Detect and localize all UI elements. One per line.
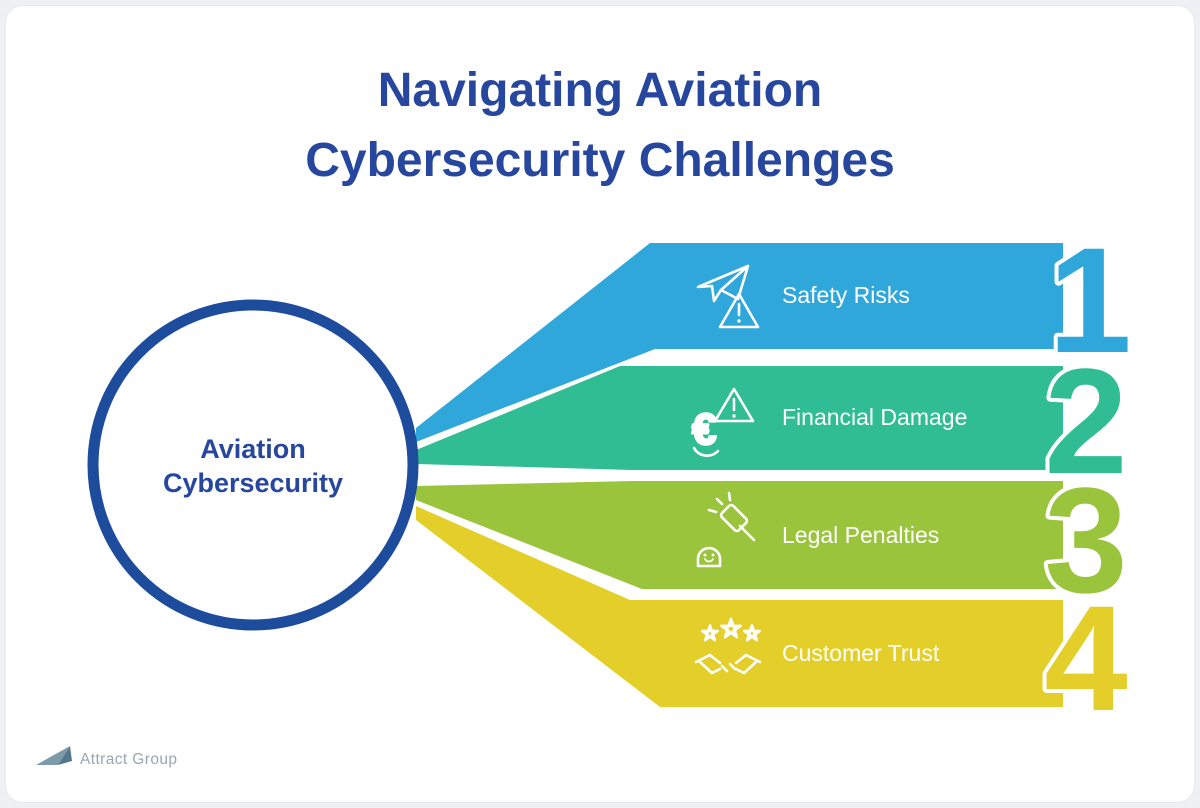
band-customer-trust: ☆ ☆ ☆ Customer Trust 4 (416, 506, 1132, 746)
hub-label-line2: Cybersecurity (163, 468, 343, 498)
stars-handshake-icon: ☆ ☆ ☆ (694, 614, 762, 675)
band-1-number: 1 (1048, 216, 1131, 384)
band-safety-risks: Safety Risks 1 (416, 212, 1136, 442)
hub-label-line1: Aviation (200, 434, 306, 464)
brand-plane-icon-shadow (58, 746, 72, 765)
footer-brand: Attract Group (36, 746, 177, 768)
band-4-shape (416, 506, 1063, 707)
band-3-label: Legal Penalties (782, 522, 939, 548)
band-2-shape (416, 366, 1063, 470)
band-financial-damage: € Financial Damage 2 (416, 333, 1132, 509)
hub-circle-group: Aviation Cybersecurity (87, 299, 419, 631)
gavel-penalty-icon (696, 491, 756, 568)
brand-name: Attract Group (80, 751, 177, 768)
star-glyph-left: ☆ (701, 623, 719, 645)
band-2-label: Financial Damage (782, 404, 967, 430)
band-1-label: Safety Risks (782, 282, 910, 308)
band-1-shape (416, 243, 1063, 442)
star-glyph-right: ☆ (743, 623, 761, 645)
band-3-number: 3 (1044, 456, 1127, 624)
band-legal-penalties: Legal Penalties 3 (416, 452, 1132, 628)
page-title-line2: Cybersecurity Challenges (305, 134, 895, 187)
band-4-label: Customer Trust (782, 640, 940, 666)
hub-circle (87, 299, 419, 631)
page-title-line1: Navigating Aviation (378, 64, 823, 117)
euro-warning-icon: € (691, 387, 755, 457)
band-3-shape (416, 481, 1063, 589)
euro-glyph: € (692, 405, 716, 454)
airplane-warning-icon (696, 264, 760, 329)
band-4-number: 4 (1044, 574, 1127, 742)
band-2-number: 2 (1044, 337, 1127, 505)
star-glyph-center: ☆ (720, 615, 742, 643)
brand-plane-icon (36, 746, 70, 765)
